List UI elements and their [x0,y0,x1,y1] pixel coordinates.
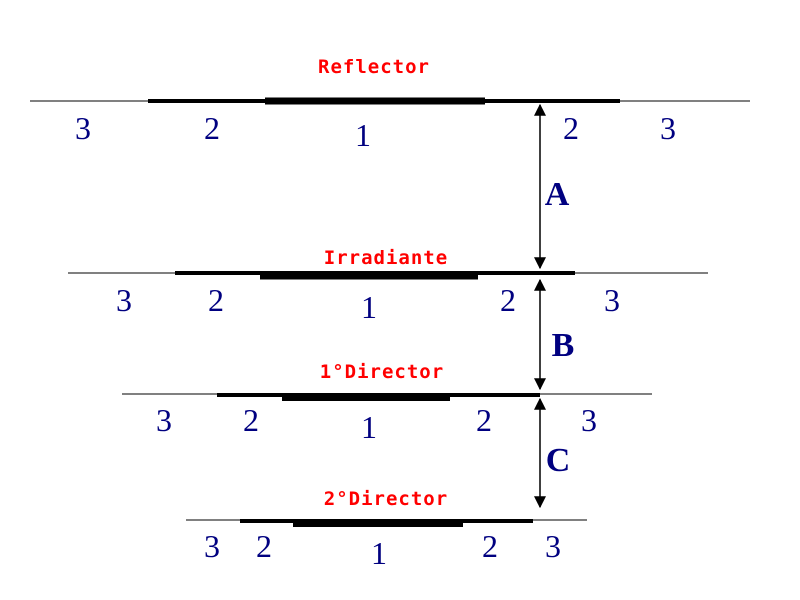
segment-number: 3 [604,282,620,318]
element-title: 1°Director [320,361,444,383]
segment-number: 1 [355,117,371,153]
distance-c-label: C [546,442,571,479]
distance-a-label: A [545,176,570,213]
segment-number: 3 [116,282,132,318]
distance-c: C [534,397,571,509]
irradiante-element: Irradiante 3 2 1 2 3 [68,247,708,325]
element-title: Reflector [318,56,430,78]
segment-number: 2 [563,110,579,146]
reflector-element: Reflector 3 2 1 2 3 [30,56,750,153]
segment-number: 3 [660,110,676,146]
segment-number: 1 [371,535,387,571]
segment-number: 2 [204,110,220,146]
segment-number: 3 [156,402,172,438]
segment-number: 2 [482,528,498,564]
segment-number: 2 [243,402,259,438]
distance-b-label: B [552,327,575,364]
director-1-element: 1°Director 3 2 1 2 3 [122,361,652,445]
element-title: 2°Director [324,488,448,510]
distance-b: B [534,278,575,391]
segment-number: 2 [500,282,516,318]
segment-number: 1 [361,289,377,325]
segment-number: 3 [75,110,91,146]
segment-number: 1 [361,409,377,445]
element-title: Irradiante [324,247,448,269]
segment-number: 3 [545,528,561,564]
segment-number: 2 [476,402,492,438]
segment-number: 2 [208,282,224,318]
segment-number: 3 [204,528,220,564]
segment-number: 3 [581,402,597,438]
distance-a: A [534,103,570,270]
segment-number: 2 [256,528,272,564]
director-2-element: 2°Director 3 2 1 2 3 [186,488,587,571]
